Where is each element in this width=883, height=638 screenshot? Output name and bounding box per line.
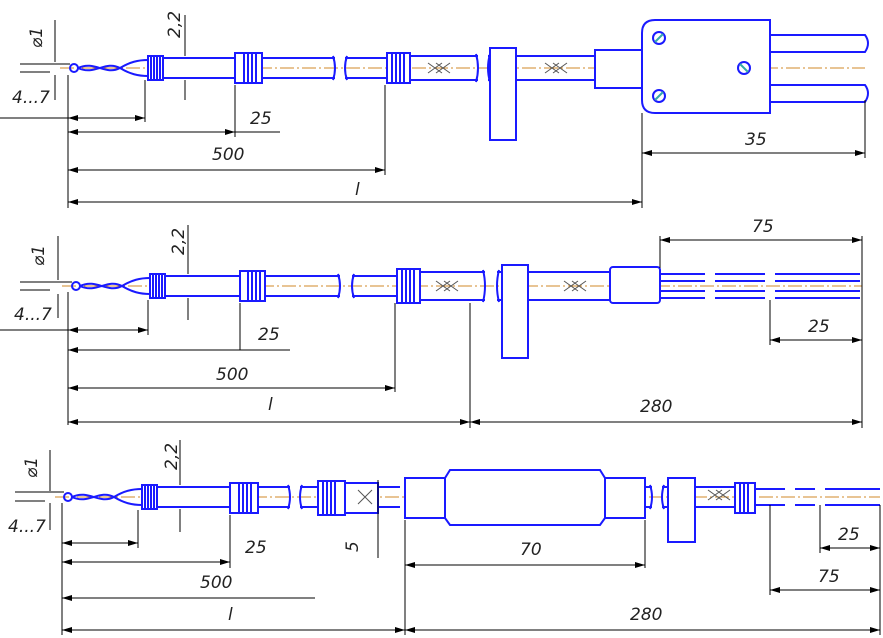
connector-body [641, 19, 771, 114]
length-500-label: 500 [212, 145, 244, 165]
tail-length-label: 280 [630, 605, 662, 625]
tail-length-label: 280 [640, 397, 672, 417]
view-1-connector-probe: ⌀1 4...7 2,2 25 500 l 35 [0, 11, 869, 208]
mounting-clip [501, 264, 529, 359]
wire-strip-label: 25 [838, 525, 860, 545]
tip-range-label: 4...7 [8, 517, 46, 537]
sleeve-length-label: 70 [520, 540, 542, 560]
screw-icon [652, 31, 666, 45]
length-l-label: l [268, 395, 273, 415]
width-label: 2,2 [162, 443, 182, 470]
length-500-label: 500 [216, 365, 248, 385]
view-3-sleeve-probe: ⌀1 4...7 2,2 25 500 l 70 5 280 75 25 [8, 440, 881, 635]
diameter-label: ⌀1 [29, 245, 49, 266]
twisted-wire [79, 277, 151, 295]
connector-length-label: 35 [745, 130, 767, 150]
tube [162, 57, 236, 79]
width-label: 2,2 [165, 11, 185, 38]
crimp-rings-2 [396, 268, 421, 304]
wire-leads [755, 488, 880, 506]
twisted-wire [71, 488, 143, 506]
length-l-label: l [355, 180, 360, 200]
sleeve [609, 266, 661, 304]
tip-range-label: 4...7 [14, 305, 52, 325]
wire-strip-label: 25 [808, 317, 830, 337]
view-2-wire-leads-probe: ⌀1 4...7 2,2 25 500 l 280 75 25 [0, 217, 863, 428]
wire-length-label: 75 [818, 567, 840, 587]
ferrule-length-label: 25 [250, 109, 272, 129]
crimp-rings-2 [386, 52, 411, 84]
length-500-label: 500 [200, 573, 232, 593]
wire-leads [660, 273, 860, 299]
diameter-label: ⌀1 [22, 457, 42, 478]
tip-range-label: 4...7 [12, 88, 50, 108]
mounting-clip [489, 47, 517, 141]
gap-label: 5 [343, 541, 363, 552]
diameter-label: ⌀1 [27, 27, 47, 48]
length-l-label: l [228, 605, 233, 625]
wire-length-label: 75 [752, 217, 774, 237]
ferrule-length-label: 25 [245, 538, 267, 558]
width-label: 2,2 [169, 228, 189, 255]
screw-icon [737, 61, 751, 75]
ferrule-length-label: 25 [258, 325, 280, 345]
cable [262, 57, 387, 79]
sleeve [594, 49, 643, 89]
mounting-clip [667, 477, 696, 543]
tube [164, 275, 241, 297]
twisted-wire [77, 59, 149, 77]
transition-sleeve [404, 469, 646, 526]
tube [156, 486, 231, 508]
screw-icon [652, 89, 666, 103]
